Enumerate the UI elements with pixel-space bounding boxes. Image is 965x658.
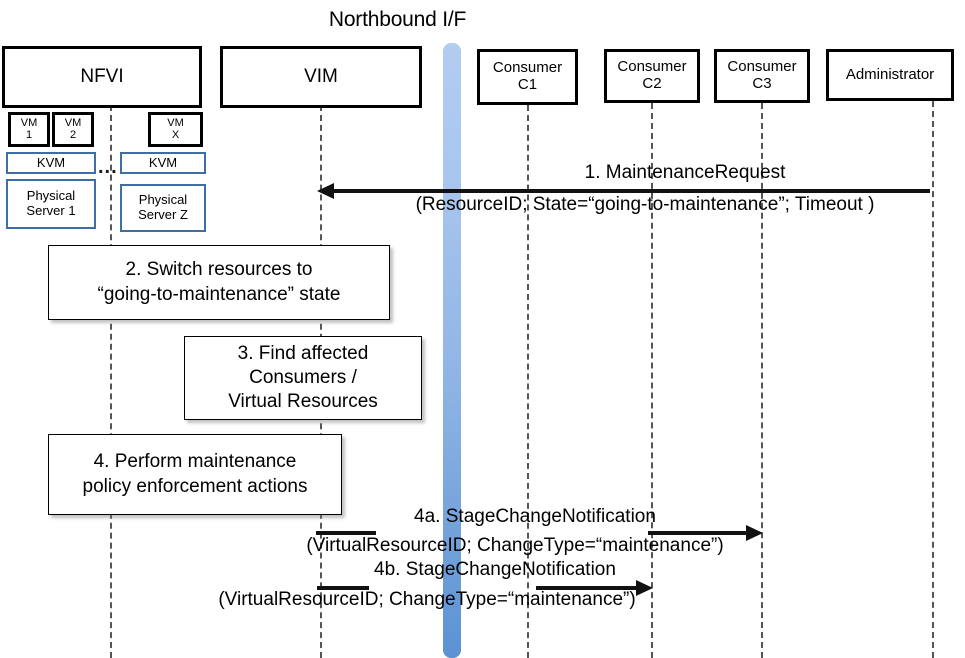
ellipsis-text: ... [98,156,118,178]
message-4b-title-text: 4b. StageChangeNotification [374,559,616,580]
message-1-arrowhead [317,183,334,199]
step-box-2-text: 2. Switch resources to“going-to-maintena… [97,259,341,305]
message-4b-line-left [317,586,369,590]
message-1-title: 1. MaintenanceRequest [535,162,835,184]
message-4a-params-text: (VirtualResourceID; ChangeType=“maintena… [306,535,724,556]
message-1-title-text: 1. MaintenanceRequest [584,162,786,183]
message-4b-params-text: (VirtualResourceID; ChangeType=“maintena… [218,589,636,610]
message-4b-title: 4b. StageChangeNotification [330,559,660,581]
page-title-text: Northbound I/F [328,8,467,31]
message-1-params-text: (ResourceID; State=“going-to-maintenance… [415,194,875,215]
message-4b-line-right [536,586,637,590]
step-box-2[interactable]: 2. Switch resources to“going-to-maintena… [48,245,390,320]
lifeline-nfvi [110,105,112,658]
message-4a-params: (VirtualResourceID; ChangeType=“maintena… [268,535,762,557]
message-4a-line-left [316,531,376,535]
message-4a-line-right [648,531,747,535]
lifeline-admin [932,101,934,658]
lifeline-c3 [761,103,763,658]
message-4b-params: (VirtualResourceID; ChangeType=“maintena… [180,589,674,611]
actor-label-nfvi: NFVI [80,66,124,88]
message-1-line [333,189,930,193]
message-4a-arrowhead [746,525,763,541]
actor-label-administrator: Administrator [845,65,935,83]
actor-box-administrator[interactable]: Administrator [826,49,954,101]
ellipsis-icon: ... [98,157,118,177]
northbound-interface-bar [443,43,461,658]
message-4a-title: 4a. StageChangeNotification [330,506,740,528]
lifeline-c2 [651,103,653,658]
message-4a-title-text: 4a. StageChangeNotification [414,506,656,527]
message-1-params: (ResourceID; State=“going-to-maintenance… [360,194,930,216]
lifeline-c1 [527,105,529,658]
hypervisor-label-kvm-1: KVM [36,154,66,170]
page-title: Northbound I/F [0,8,965,32]
actor-box-vim[interactable]: VIM [220,46,422,108]
hypervisor-label-kvm-2: KVM [148,154,178,170]
hypervisor-box-kvm-2[interactable]: KVM [120,152,206,174]
actor-label-vim: VIM [304,66,338,88]
actor-box-nfvi[interactable]: NFVI [2,46,202,108]
hypervisor-box-kvm-1[interactable]: KVM [6,152,96,174]
message-4b-arrowhead [636,580,653,596]
